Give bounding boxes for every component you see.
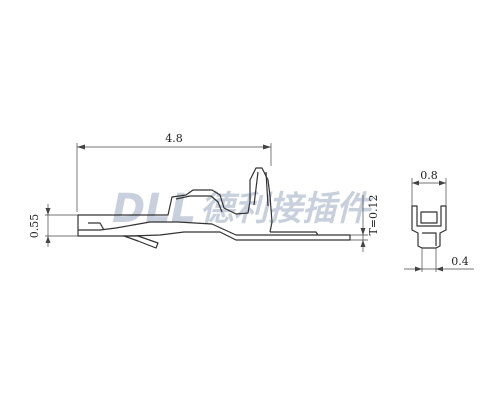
terminal-inner-line	[88, 222, 319, 236]
front-dimension-lines	[404, 178, 474, 272]
watermark: DLL 德利接插件	[112, 186, 374, 232]
dim-thickness-label: T=0.12	[367, 194, 380, 235]
dimension-lines	[45, 143, 368, 252]
dim-width-label: 0.8	[420, 169, 438, 182]
watermark-chinese: 德利接插件	[200, 189, 374, 229]
terminal-front-view	[411, 205, 447, 249]
terminal-side-view	[77, 167, 351, 249]
terminal-top-contour	[78, 167, 273, 233]
terminal-lance	[123, 235, 159, 249]
terminal-inner-fold	[175, 195, 223, 213]
dim-gap-label: 0.4	[451, 255, 469, 268]
dim-length-label: 4.8	[165, 132, 183, 145]
front-view-inner	[420, 211, 438, 246]
watermark-latin: DLL	[112, 186, 196, 232]
front-view-outline	[411, 205, 447, 249]
dim-height-label: 0.55	[28, 214, 41, 239]
terminal-crimp-fold	[253, 171, 269, 207]
